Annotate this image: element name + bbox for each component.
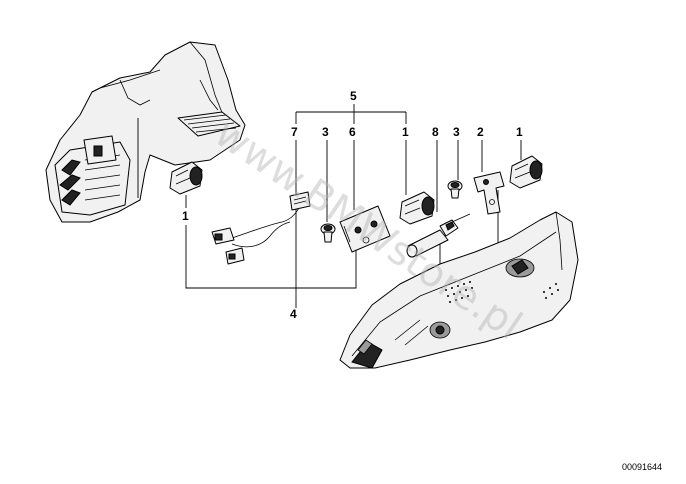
bracket-part-2 bbox=[473, 171, 505, 215]
seat-side-trim-panel bbox=[339, 211, 579, 369]
upper-grille bbox=[177, 111, 241, 137]
callout-numbers: 5 7 3 6 1 8 3 2 1 1 4 bbox=[182, 89, 523, 321]
callout-5: 5 bbox=[350, 89, 357, 103]
callout-2: 2 bbox=[477, 125, 484, 139]
callout-7: 7 bbox=[291, 125, 298, 139]
wiring-harness bbox=[211, 191, 311, 265]
callout-6: 6 bbox=[349, 125, 356, 139]
bracket-plate-part-6 bbox=[339, 205, 391, 253]
callout-1-middle: 1 bbox=[402, 125, 409, 139]
speaker-grille bbox=[445, 281, 559, 303]
screw-part-3-right bbox=[447, 180, 463, 199]
switch-part-1-middle bbox=[399, 191, 435, 225]
callout-4: 4 bbox=[290, 307, 297, 321]
callout-3-right: 3 bbox=[453, 125, 460, 139]
switch-part-1-left bbox=[169, 161, 203, 195]
callout-1-right: 1 bbox=[516, 125, 523, 139]
callout-8: 8 bbox=[432, 125, 439, 139]
switch-part-1-right bbox=[509, 155, 543, 189]
callout-1-left: 1 bbox=[182, 209, 189, 223]
diagram-reference-number: 00091644 bbox=[622, 462, 662, 472]
callout-3: 3 bbox=[322, 125, 329, 139]
cylinder-part-8 bbox=[406, 213, 471, 258]
screw-part-3 bbox=[320, 223, 336, 243]
steering-column-trim-panel bbox=[45, 41, 246, 223]
